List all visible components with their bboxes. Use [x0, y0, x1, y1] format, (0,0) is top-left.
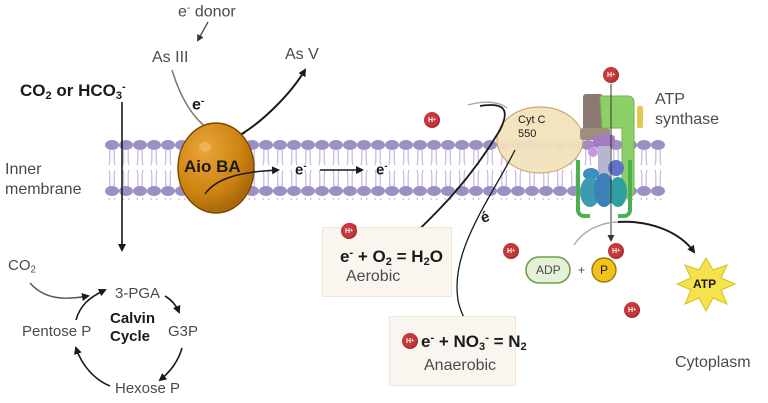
carbon-source-label: CO2 or HCO3- [20, 81, 126, 102]
eq-no3-sup: - [485, 332, 489, 344]
eq-e-sup: - [349, 247, 354, 259]
aio-ba-protein[interactable] [177, 122, 255, 214]
atp-star[interactable] [675, 257, 737, 313]
calvin-title-line-1: Calvin [110, 310, 156, 327]
atp-synthase-complex[interactable] [576, 94, 643, 218]
aerobic-box [322, 227, 452, 297]
pga-label: 3-PGA [115, 285, 161, 302]
cyt-c-line-2: 550 [518, 128, 537, 140]
plus-sign: + [578, 263, 586, 277]
proton-6: H+ [624, 302, 640, 318]
electron-label-3: e- [376, 161, 388, 179]
eq-h2: = H [391, 247, 424, 267]
hco3-sub: 3 [115, 89, 123, 102]
proton-charge: + [433, 117, 436, 123]
eq-e-sup: - [430, 332, 435, 344]
atp-synthesis-arc-tail [573, 221, 619, 246]
proton-4: H+ [503, 243, 519, 259]
calvin-title-line-2: Cycle [110, 328, 151, 345]
eq-o2-sub: 2 [385, 255, 392, 268]
e-donor-label: e- donor [178, 3, 236, 21]
pentose-p-label: Pentose P [22, 323, 92, 340]
aio-ba-label: Aio BA [184, 157, 241, 176]
eq-o: O [429, 247, 443, 267]
proton-5: H+ [608, 243, 624, 259]
cyt-c-line-1: Cyt C [518, 114, 546, 126]
as5-label: As V [285, 46, 319, 63]
calvin-pga-to-g3p-arrow [164, 295, 181, 314]
proton-charge: + [411, 338, 414, 344]
proton-charge: + [612, 72, 615, 78]
proton-anaerobic: H+ [402, 333, 418, 349]
cyt-c-550-label: Cyt C 550 [518, 113, 546, 141]
electron-sup: - [384, 161, 388, 172]
hco3-sup: - [122, 81, 126, 93]
adp-molecule[interactable] [525, 256, 571, 284]
atp-label: ATP [693, 277, 717, 291]
calvin-g3p-to-hexose-arrow [158, 347, 183, 382]
phosphate-molecule[interactable] [591, 257, 617, 283]
cyt-to-aerobic-arrow [401, 104, 506, 247]
as3-label: As III [152, 49, 189, 66]
proton-aerobic: H+ [341, 223, 357, 239]
electron-label-2: e- [295, 161, 307, 179]
inner-membrane-line-2: membrane [5, 181, 82, 198]
cyt-to-aerobic-arrow-tail [467, 101, 508, 109]
cytoplasm-label: Cytoplasm [675, 354, 751, 371]
hco3-text: or HCO [51, 81, 116, 101]
calvin-hexose-to-pentose-arrow [74, 346, 111, 387]
proton-charge: + [350, 228, 353, 234]
proton-2: H+ [603, 67, 619, 83]
adp-label: ADP [536, 263, 561, 277]
electron-e: e [376, 161, 385, 179]
eq-e: e [340, 247, 350, 267]
calvin-co2-label: CO2 [8, 258, 36, 275]
g3p-label: G3P [168, 323, 199, 340]
e-donor-e: e [178, 3, 187, 21]
calvin-co2-input-arrow [29, 282, 90, 301]
inner-membrane-label: Inner membrane [5, 160, 81, 200]
anaerobic-box [389, 316, 516, 386]
proton-charge: + [617, 248, 620, 254]
hexose-p-label: Hexose P [115, 380, 181, 397]
eq-no3: + NO [434, 332, 480, 352]
phosphate-label: P [600, 263, 609, 277]
co2-sub: 2 [45, 89, 52, 102]
calvin-pentose-to-pga-arrow [75, 288, 107, 321]
aerobic-label: Aerobic [346, 268, 401, 285]
electron-e: e [192, 96, 201, 114]
donor-arrow [197, 21, 209, 42]
electron-transfer-arrow-1 [204, 166, 280, 195]
eq-n2: = N [488, 332, 521, 352]
electron-sup: - [303, 161, 307, 172]
eq-n2-sub: 2 [520, 340, 527, 353]
eq-h2-sub: 2 [423, 255, 430, 268]
anaerobic-equation: e- + NO3- = N2 [421, 332, 527, 353]
proton-charge: + [633, 307, 636, 313]
e-donor-sup: - [186, 3, 191, 14]
inner-membrane-line-1: Inner [5, 161, 42, 178]
electron-e: e [295, 161, 304, 179]
as-oxidation-arrow [239, 68, 307, 136]
co2-text: CO [8, 257, 31, 274]
atp-synthesis-arrow [617, 220, 696, 254]
eq-no3-sub: 3 [479, 340, 486, 353]
calvin-cycle-title: Calvin Cycle [110, 310, 155, 346]
proton-1: H+ [424, 112, 440, 128]
eq-o2: + O [353, 247, 386, 267]
eq-e: e [421, 332, 431, 352]
proton-charge: + [512, 248, 515, 254]
atp-synthase-label: ATP synthase [655, 90, 719, 130]
electron-label-1: e- [192, 96, 205, 114]
atp-synthase-line-1: ATP [655, 91, 685, 108]
electron-sup: - [200, 96, 205, 107]
co2-text: CO [20, 81, 46, 101]
atp-synthase-line-2: synthase [655, 111, 720, 128]
anaerobic-label: Anaerobic [424, 357, 497, 374]
co2-sub: 2 [30, 264, 36, 276]
e-donor-text: donor [190, 3, 236, 21]
aerobic-equation: e- + O2 = H2O [340, 247, 443, 268]
